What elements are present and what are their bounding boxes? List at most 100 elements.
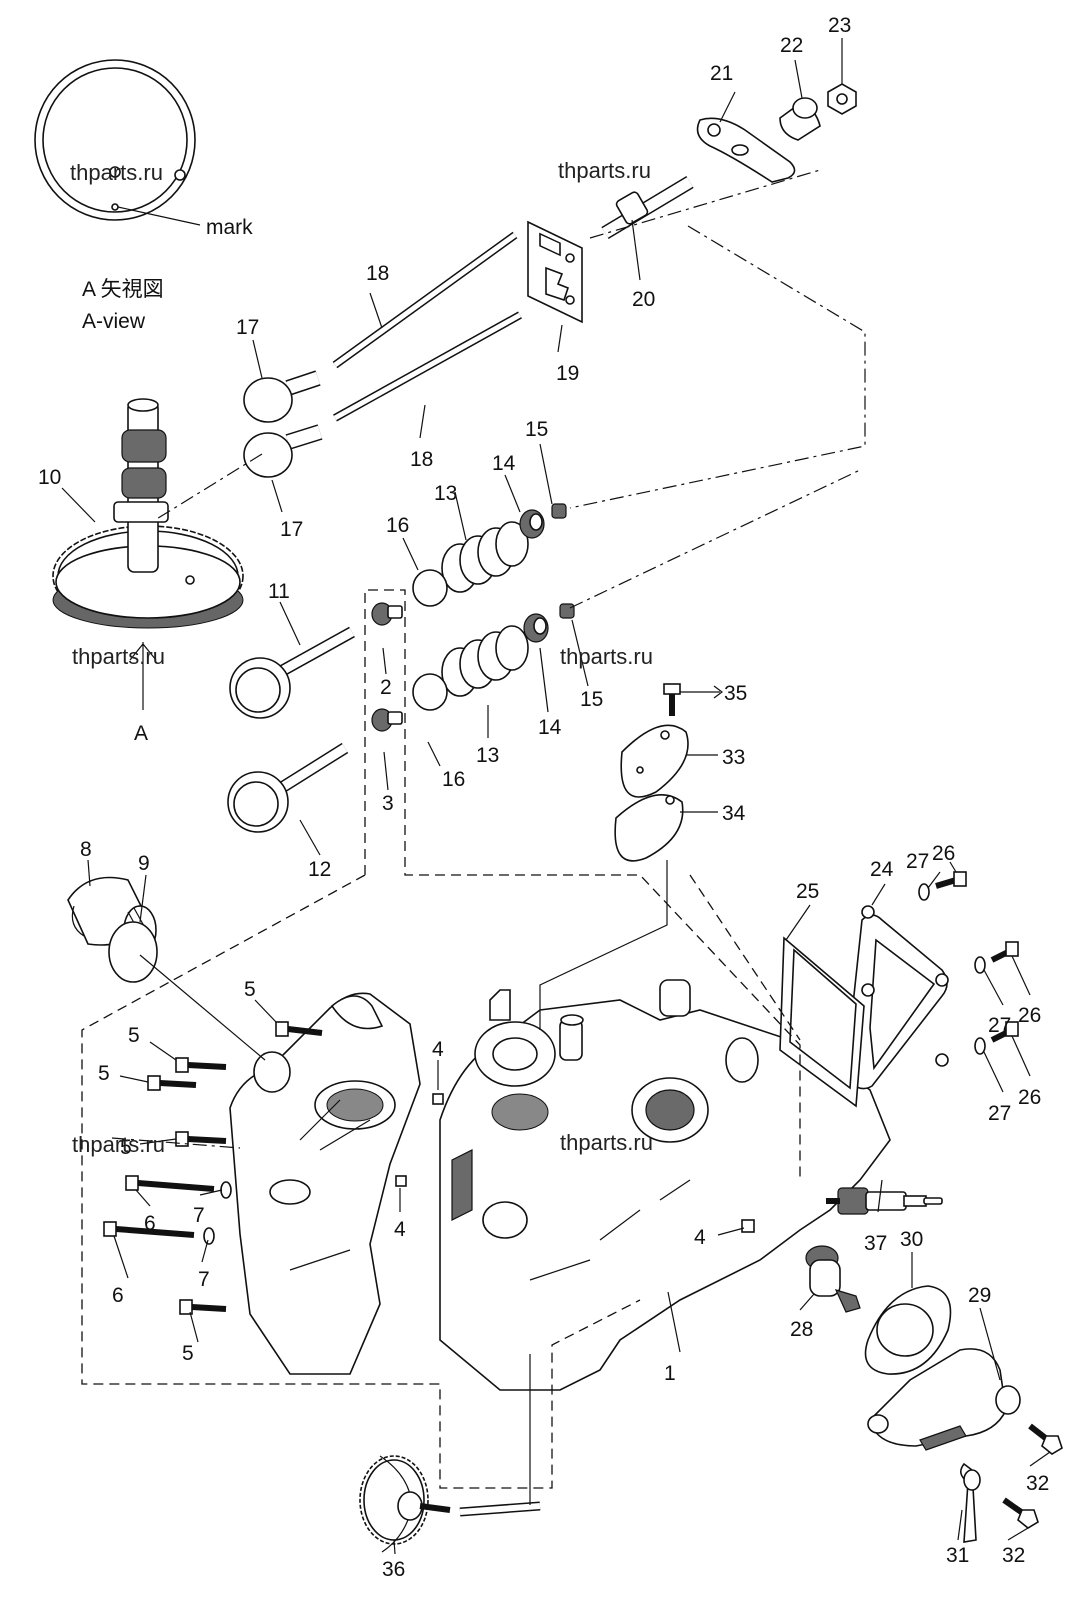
bolt-5-c	[147, 1075, 197, 1091]
valve-17-lower	[243, 424, 323, 478]
callout-19: 19	[556, 362, 579, 385]
callout-7a: 7	[193, 1204, 205, 1227]
valve-stem-seal-upper	[412, 569, 448, 607]
watermark-6: thparts.ru	[560, 1130, 653, 1155]
callout-26b: 26	[1018, 1004, 1041, 1027]
spark-plug	[826, 1187, 943, 1215]
axis-line-upper	[569, 225, 866, 509]
push-rods	[332, 231, 522, 422]
camshaft-gear	[52, 398, 244, 629]
o-ring	[108, 921, 158, 983]
callout-14a: 14	[492, 452, 516, 475]
dowel-4-a	[432, 1093, 444, 1105]
callout-26a: 26	[932, 842, 955, 865]
bolt-5-b	[175, 1057, 227, 1073]
a-view-title-jp: A 矢視図	[82, 278, 164, 301]
callout-16a: 16	[386, 514, 409, 537]
spring-retainer-upper	[519, 509, 545, 539]
breather-cover-24	[845, 905, 949, 1090]
callout-36: 36	[382, 1558, 405, 1581]
gasket-34	[614, 794, 684, 862]
callout-5b: 5	[128, 1024, 140, 1047]
callout-27b: 27	[988, 1014, 1011, 1037]
watermark-1: thparts.ru	[70, 160, 163, 185]
valve-guide-2	[371, 602, 403, 626]
callout-29: 29	[968, 1284, 991, 1307]
callout-32b: 32	[1002, 1544, 1025, 1567]
valve-11	[229, 626, 355, 719]
washer-7-a	[220, 1181, 232, 1199]
callout-34: 34	[722, 802, 746, 825]
callout-23: 23	[828, 14, 851, 37]
callout-6b: 6	[112, 1284, 124, 1307]
crankcase-right-half	[439, 979, 891, 1391]
a-view-title-en: A-view	[82, 310, 146, 333]
callout-32a: 32	[1026, 1472, 1049, 1495]
callout-7b: 7	[198, 1268, 210, 1291]
view-letter-a: A	[134, 722, 148, 745]
callout-4c: 4	[694, 1226, 706, 1249]
callout-15a: 15	[525, 418, 548, 441]
assembly-outline-left	[81, 589, 801, 1489]
watermarks: thparts.ru thparts.ru thparts.ru thparts…	[70, 158, 653, 1157]
rocker-arm	[696, 117, 796, 183]
valve-guide-3	[371, 708, 403, 732]
callout-5e: 5	[182, 1342, 194, 1365]
callout-leaders	[61, 38, 1051, 1555]
guide-plate	[527, 220, 583, 324]
callout-10: 10	[38, 466, 61, 489]
callout-5a: 5	[244, 978, 256, 1001]
callout-1: 1	[664, 1362, 676, 1385]
callout-5c: 5	[98, 1062, 110, 1085]
callout-31: 31	[946, 1544, 969, 1567]
washer-7-b	[203, 1227, 215, 1245]
dowel-4-c	[741, 1219, 755, 1233]
callout-21: 21	[710, 62, 733, 85]
callout-33: 33	[722, 746, 745, 769]
axis-line-lower	[111, 169, 861, 1149]
callout-17b: 17	[280, 518, 303, 541]
callout-12: 12	[308, 858, 331, 881]
pivot-ball	[779, 97, 821, 141]
assembly-outline-right	[689, 874, 801, 1041]
governor-shaft	[459, 1501, 541, 1517]
watermark-5: thparts.ru	[72, 1132, 165, 1157]
dowel-4-b	[395, 1175, 407, 1187]
callout-6a: 6	[144, 1212, 156, 1235]
bolt-5-d	[175, 1131, 227, 1147]
thermostat-gasket	[864, 1285, 952, 1375]
thermostat	[805, 1245, 861, 1313]
watermark-2: thparts.ru	[558, 158, 651, 183]
callout-13a: 13	[434, 482, 457, 505]
bolt-5-a	[275, 1021, 323, 1037]
bolt-26-b	[990, 941, 1019, 963]
callout-15b: 15	[580, 688, 603, 711]
callout-2: 2	[380, 676, 392, 699]
callout-20: 20	[632, 288, 655, 311]
callout-30: 30	[900, 1228, 923, 1251]
valve-keeper-upper	[551, 503, 567, 519]
wire-clip	[960, 1462, 981, 1543]
thermostat-cover	[867, 1348, 1021, 1451]
callout-18a: 18	[366, 262, 389, 285]
valve-stem-seal-lower	[412, 673, 448, 711]
a-view-gear-face	[34, 59, 201, 226]
bolt-6-b	[103, 1221, 195, 1238]
callout-24: 24	[870, 858, 894, 881]
cover-33	[620, 724, 689, 798]
callout-5d: 5	[120, 1136, 132, 1159]
callout-17a: 17	[236, 316, 259, 339]
callout-labels: 1 2 3 4 4 4 5 5 5 5 5 6 6 7 7 8 9 10 11 …	[38, 14, 1049, 1581]
callout-18b: 18	[410, 448, 433, 471]
callout-26c: 26	[1018, 1086, 1041, 1109]
callout-3: 3	[382, 792, 394, 815]
callout-8: 8	[80, 838, 92, 861]
bolt-26-a	[935, 871, 967, 889]
callout-27a: 27	[906, 850, 929, 873]
bolt-6-a	[125, 1175, 215, 1192]
callout-4a: 4	[432, 1038, 444, 1061]
callout-9: 9	[138, 852, 150, 875]
lock-nut	[827, 83, 857, 115]
callout-25: 25	[796, 880, 819, 903]
callout-28: 28	[790, 1318, 813, 1341]
